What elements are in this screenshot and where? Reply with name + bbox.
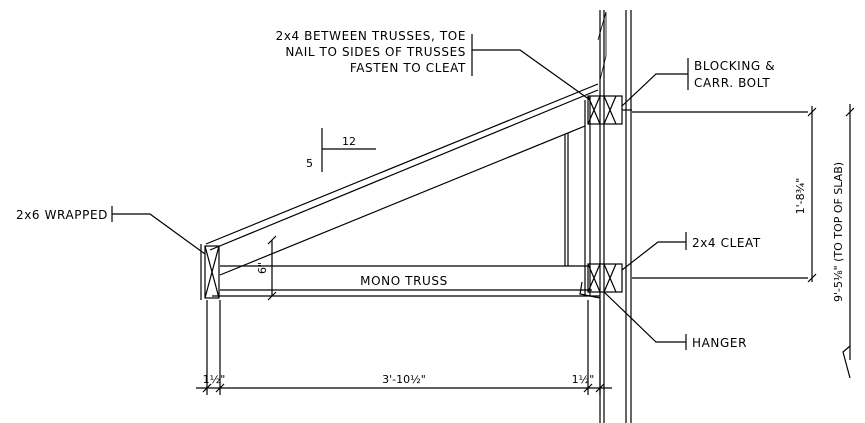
dim-span: 3'-10½" — [382, 373, 426, 386]
blocking-upper — [587, 95, 808, 125]
note-blocking-line1: BLOCKING & — [694, 59, 775, 73]
note-blocking-line2: CARR. BOLT — [694, 76, 770, 90]
wrapped-2x6-member — [200, 244, 220, 300]
slope-symbol — [321, 128, 376, 172]
note-between-trusses-line3: FASTEN TO CLEAT — [350, 61, 466, 75]
wall — [597, 10, 632, 423]
note-cleat: 2x4 CLEAT — [692, 236, 761, 250]
slope-rise: 5 — [306, 157, 313, 170]
dim-right-member: 1½" — [572, 373, 595, 386]
top-chord — [205, 83, 599, 276]
truss-web — [564, 96, 591, 296]
cleat-lower — [579, 263, 808, 299]
vertical-dimension-inner — [807, 106, 817, 283]
vertical-dimension-outer — [842, 104, 855, 379]
leader-lines — [111, 34, 689, 350]
note-between-trusses-line2: NAIL TO SIDES OF TRUSSES — [285, 45, 466, 59]
horizontal-dimension — [196, 300, 612, 395]
depth-dimension — [267, 235, 277, 301]
note-between-trusses-line1: 2x4 BETWEEN TRUSSES, TOE — [276, 29, 466, 43]
dim-depth: 6" — [256, 262, 269, 274]
note-wrapped: 2x6 WRAPPED — [16, 208, 108, 222]
dim-to-slab: 9'-5⅛" (TO TOP OF SLAB) — [832, 162, 845, 302]
dim-vertical-between: 1'-8¾" — [794, 178, 807, 215]
dim-left-member: 1½" — [203, 373, 226, 386]
mono-truss-label: MONO TRUSS — [360, 274, 448, 288]
slope-run: 12 — [342, 135, 356, 148]
note-hanger: HANGER — [692, 336, 747, 350]
bottom-chord — [212, 265, 600, 297]
